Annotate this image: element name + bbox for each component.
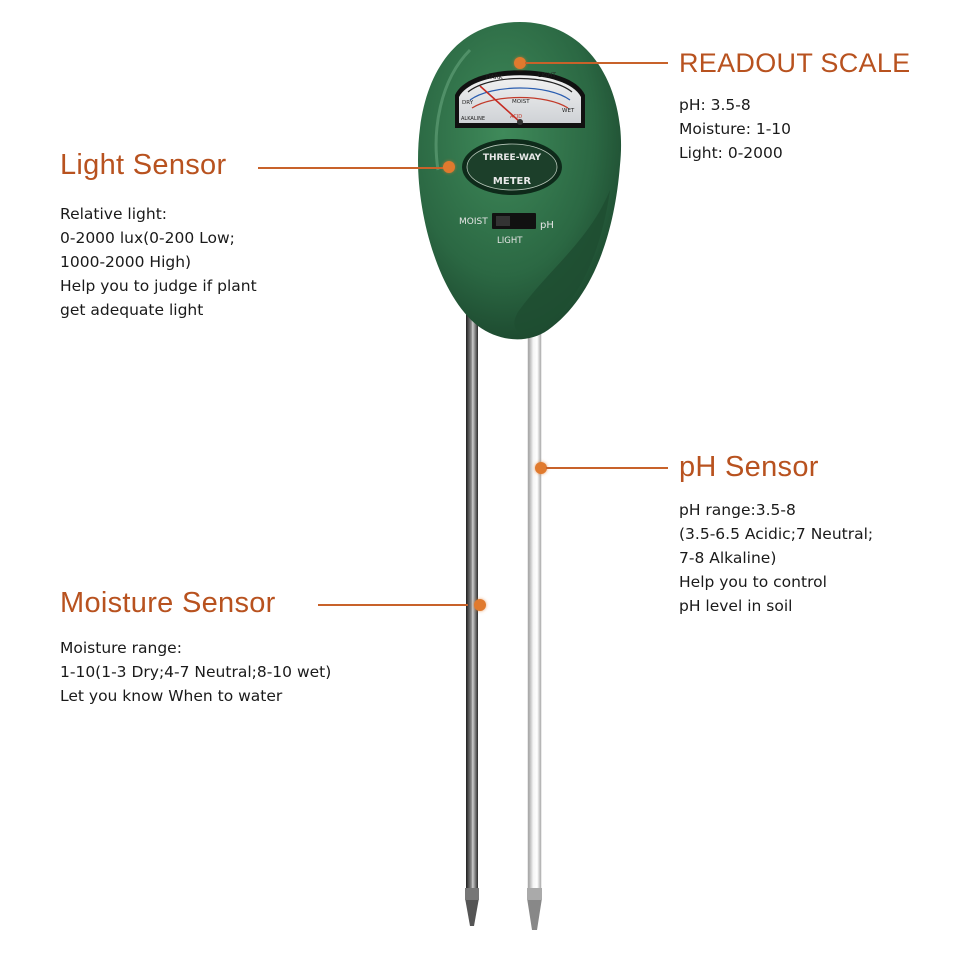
gauge-label-alkaline: ALKALINE	[461, 116, 485, 122]
moisture-probe	[465, 300, 479, 926]
gauge-label-dark: DARK	[486, 74, 504, 81]
light-line-1: Relative light:	[60, 205, 168, 223]
light-line-2: 0-2000 lux(0-200 Low;	[60, 229, 235, 247]
moisture-line-2: 1-10(1-3 Dry;4-7 Neutral;8-10 wet)	[60, 663, 332, 681]
ph-probe	[527, 319, 542, 930]
light-sensor-leader	[258, 167, 446, 169]
readout-scale-text: pH: 3.5-8 Moisture: 1-10 Light: 0-2000	[679, 93, 791, 165]
gauge-needle	[479, 85, 521, 123]
badge-line2: METER	[493, 176, 531, 187]
gauge-label-light: LIGHT	[538, 72, 556, 79]
ph-sensor-text: pH range:3.5-8 (3.5-6.5 Acidic;7 Neutral…	[679, 498, 873, 618]
gauge-label-dry: DRY	[462, 100, 474, 106]
ph-line-2: (3.5-6.5 Acidic;7 Neutral;	[679, 525, 874, 543]
gauge-label-acid: ACID	[510, 114, 522, 120]
readout-line-ph: pH: 3.5-8	[679, 96, 751, 114]
ph-sensor-leader	[546, 467, 668, 469]
ph-line-5: pH level in soil	[679, 597, 793, 615]
moisture-line-1: Moisture range:	[60, 639, 182, 657]
readout-scale-title: READOUT SCALE	[679, 48, 911, 78]
readout-scale-leader	[525, 62, 668, 64]
readout-line-light: Light: 0-2000	[679, 144, 783, 162]
switch-label-light: LIGHT	[497, 236, 523, 246]
moisture-line-3: Let you know When to water	[60, 687, 283, 705]
gauge-label-moist: MOIST	[512, 99, 530, 105]
light-sensor-text: Relative light: 0-2000 lux(0-200 Low; 10…	[60, 202, 257, 322]
moisture-sensor-text: Moisture range: 1-10(1-3 Dry;4-7 Neutral…	[60, 636, 331, 708]
badge-line1: THREE-WAY	[483, 153, 542, 163]
readout-scale-marker	[514, 57, 526, 69]
gauge-label-wet: WET	[562, 108, 575, 114]
moisture-sensor-marker	[474, 599, 486, 611]
light-line-5: get adequate light	[60, 301, 204, 319]
ph-sensor-marker	[535, 462, 547, 474]
ph-line-3: 7-8 Alkaline)	[679, 549, 777, 567]
ph-line-1: pH range:3.5-8	[679, 501, 796, 519]
three-way-meter-badge: THREE-WAY METER	[462, 139, 562, 195]
moisture-sensor-title: Moisture Sensor	[60, 587, 276, 619]
ph-sensor-title: pH Sensor	[679, 451, 819, 483]
light-line-4: Help you to judge if plant	[60, 277, 257, 295]
readout-gauge: DARK LIGHT DRY WET MOIST ALKALINE ACID	[455, 70, 585, 128]
mode-switch: MOIST pH LIGHT	[459, 213, 554, 246]
ph-line-4: Help you to control	[679, 573, 827, 591]
readout-line-moisture: Moisture: 1-10	[679, 120, 792, 138]
switch-label-ph: pH	[540, 220, 554, 231]
light-sensor-title: Light Sensor	[60, 149, 227, 181]
light-line-3: 1000-2000 High)	[60, 253, 192, 271]
moisture-sensor-leader	[318, 604, 468, 606]
switch-label-moist: MOIST	[459, 217, 488, 227]
light-sensor-marker	[443, 161, 455, 173]
